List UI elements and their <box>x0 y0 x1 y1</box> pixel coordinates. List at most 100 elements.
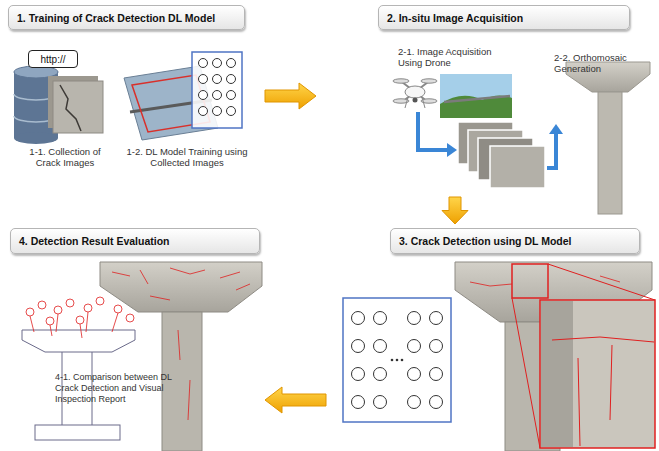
callout-circle <box>96 297 104 305</box>
network-neurons <box>352 312 443 409</box>
stage-heading: 3. Crack Detection using DL Model <box>390 228 640 254</box>
zoom-view <box>540 300 655 448</box>
neuron <box>227 59 236 68</box>
neuron <box>408 368 421 381</box>
network-neurons <box>199 59 236 116</box>
blue-arrow <box>418 112 449 150</box>
sketch-cap <box>22 330 135 352</box>
stage-heading: 1. Training of Crack Detection DL Model <box>8 5 245 30</box>
callout-leader <box>30 312 118 338</box>
neuron <box>352 312 365 325</box>
neuron <box>374 340 387 353</box>
flow-arrow <box>442 197 468 224</box>
callout-circle <box>66 299 74 307</box>
crack-mark <box>552 337 654 446</box>
callout-circle <box>54 306 62 314</box>
step-label: 1-1. Collection of Crack Images <box>17 146 113 168</box>
inspection-sketch <box>22 297 135 440</box>
drone-leg <box>405 97 408 108</box>
training-illustration <box>124 52 242 140</box>
neuron <box>352 368 365 381</box>
pier-orthomosaic <box>566 62 650 214</box>
blue-arrow-head <box>549 124 563 134</box>
neuron <box>352 396 365 409</box>
stage-panel: 2. In-situ Image Acquisition 2-1. Image A… <box>318 5 654 195</box>
stage-heading: 2. In-situ Image Acquisition <box>378 5 630 30</box>
neuron <box>213 75 222 84</box>
zoom-line <box>548 264 655 300</box>
sketch-footing <box>35 425 120 440</box>
neuron <box>374 312 387 325</box>
stack-image <box>490 146 545 188</box>
neuron <box>352 340 365 353</box>
image-stack <box>458 122 545 188</box>
stage-panel: 1. Training of Crack Detection DL Model 1… <box>5 5 263 220</box>
network-illustration <box>343 298 451 422</box>
callout-circle <box>26 308 34 316</box>
drone-rotor <box>421 79 437 83</box>
drone-icon <box>393 79 437 108</box>
url-text: http:// <box>29 51 77 67</box>
crack-line <box>60 85 81 131</box>
url-box: http:// <box>28 50 78 68</box>
callout-circle <box>46 317 54 325</box>
drone-leg <box>422 97 425 108</box>
blue-arrow <box>547 132 556 168</box>
ellipsis-dot <box>391 359 394 362</box>
ellipsis-dot <box>396 359 399 362</box>
photo-hills <box>440 95 512 118</box>
flow-arrow <box>265 83 316 109</box>
neuron <box>199 107 208 116</box>
neuron <box>213 59 222 68</box>
zoom-line <box>512 298 540 448</box>
neuron <box>408 396 421 409</box>
callout-circle <box>76 316 84 324</box>
pier-result <box>100 262 262 451</box>
callout-circle <box>114 305 122 313</box>
step-label: 1-2. DL Model Training using Collected I… <box>123 146 251 168</box>
zoom-shadow <box>541 301 573 447</box>
network-frame <box>343 298 451 422</box>
neuron <box>430 340 443 353</box>
sketch-callouts <box>26 297 134 338</box>
pier-cap <box>100 262 262 312</box>
stage-heading: 4. Detection Result Evaluation <box>10 228 260 254</box>
zoom-frame <box>512 264 548 298</box>
blue-arrow-head <box>447 143 457 157</box>
drone-rotor <box>393 79 409 83</box>
drone-body <box>405 86 425 98</box>
flow-arrow <box>418 112 457 157</box>
neuron <box>227 107 236 116</box>
step-label: 2-1. Image Acquisition Using Drone <box>398 46 516 68</box>
network-frame <box>192 52 242 128</box>
flow-arrow <box>547 124 563 168</box>
step-label: 4-1. Comparison between DL Crack Detecti… <box>55 372 173 405</box>
pier-detection <box>455 262 655 451</box>
neuron <box>374 396 387 409</box>
photo-front <box>53 81 103 133</box>
step-label: 2-2. Orthomosaic Generation <box>554 52 652 74</box>
photo-bridge <box>444 96 510 102</box>
callout-circle <box>126 314 134 322</box>
photo-sky <box>440 74 512 118</box>
neuron <box>374 368 387 381</box>
neuron <box>430 368 443 381</box>
neuron <box>213 107 222 116</box>
pier-column <box>598 92 622 214</box>
neuron <box>227 91 236 100</box>
neuron <box>213 91 222 100</box>
callout-circle <box>84 304 92 312</box>
crack-mark <box>112 268 250 420</box>
site-photo <box>440 74 512 118</box>
stage-panel: 4. Detection Result Evaluation 4-1. Compa… <box>5 226 263 448</box>
flow-arrow <box>265 387 326 413</box>
neuron <box>430 396 443 409</box>
neuron <box>430 312 443 325</box>
stage-panel: 3. Crack Detection using DL Model <box>328 226 654 448</box>
ellipsis-dot <box>401 359 404 362</box>
callout-circle <box>38 301 46 309</box>
database-base <box>14 132 58 144</box>
neuron <box>199 75 208 84</box>
neuron <box>408 340 421 353</box>
